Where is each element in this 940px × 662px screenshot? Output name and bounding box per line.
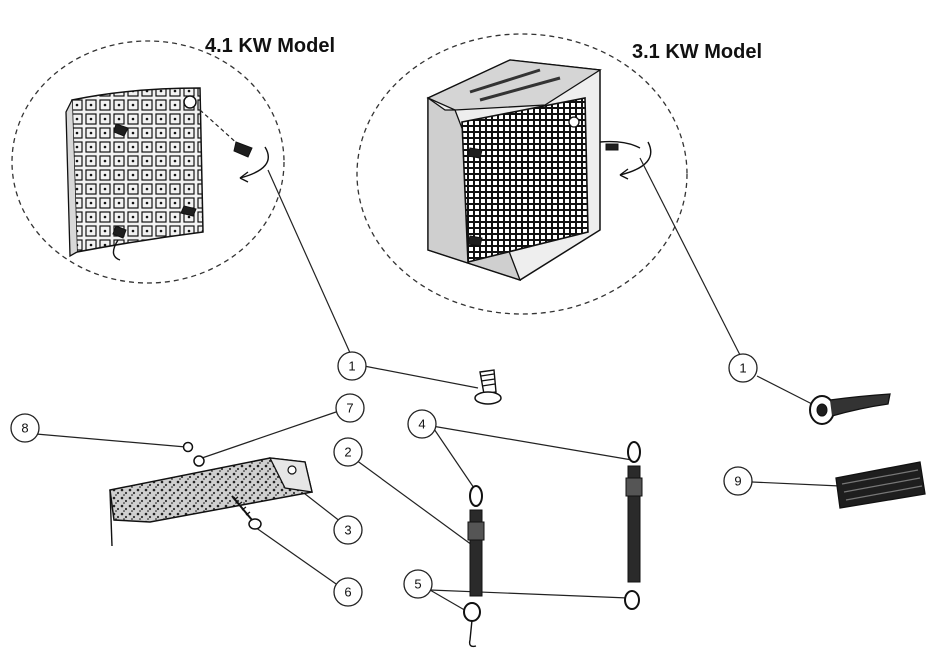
part-2-strap-left [463, 485, 485, 648]
callout-8: 8 [10, 413, 40, 443]
part-3-bracket [109, 457, 313, 547]
heater-grill-panel-4-1-kw [65, 87, 204, 261]
callout-2: 2 [333, 437, 363, 467]
svg-text:1: 1 [739, 361, 746, 376]
part-4-strap-right [624, 441, 643, 610]
screw-guide-line [199, 109, 241, 147]
mounting-screw-icon [112, 123, 253, 239]
svg-text:9: 9 [734, 474, 741, 489]
callout-4: 4 [407, 409, 437, 439]
callout-9: 9 [723, 466, 753, 496]
svg-text:3: 3 [344, 523, 351, 538]
callout-1-right: 1 [728, 353, 758, 383]
part-1-clip [809, 393, 891, 425]
svg-text:6: 6 [344, 585, 351, 600]
leader-lines [35, 157, 841, 613]
detail-circle-3-1-kw [356, 33, 688, 315]
callout-1-left: 1 [337, 351, 367, 381]
callout-3: 3 [333, 515, 363, 545]
callout-5: 5 [403, 569, 433, 599]
part-1-screw [474, 369, 502, 405]
title-3-1-kw-model: 3.1 KW Model [632, 41, 762, 63]
rotation-arrow-icon [239, 146, 270, 179]
svg-text:8: 8 [21, 421, 28, 436]
callout-7: 7 [335, 393, 365, 423]
svg-text:7: 7 [346, 401, 353, 416]
callout-6: 6 [333, 577, 363, 607]
detail-circle-4-1-kw [11, 40, 285, 284]
part-6-bolt [231, 495, 262, 530]
title-4-1-kw-model: 4.1 KW Model [205, 35, 335, 57]
part-7-washer [193, 455, 205, 467]
heater-unit-3-1-kw [426, 59, 602, 282]
svg-text:2: 2 [344, 445, 351, 460]
part-8-nut [182, 441, 194, 453]
rotation-arrow-icon [619, 141, 652, 176]
part-9-grill-strip [835, 461, 926, 509]
svg-text:4: 4 [418, 417, 425, 432]
mounting-clip-icon [599, 140, 641, 149]
svg-text:5: 5 [414, 577, 421, 592]
svg-text:1: 1 [348, 359, 355, 374]
